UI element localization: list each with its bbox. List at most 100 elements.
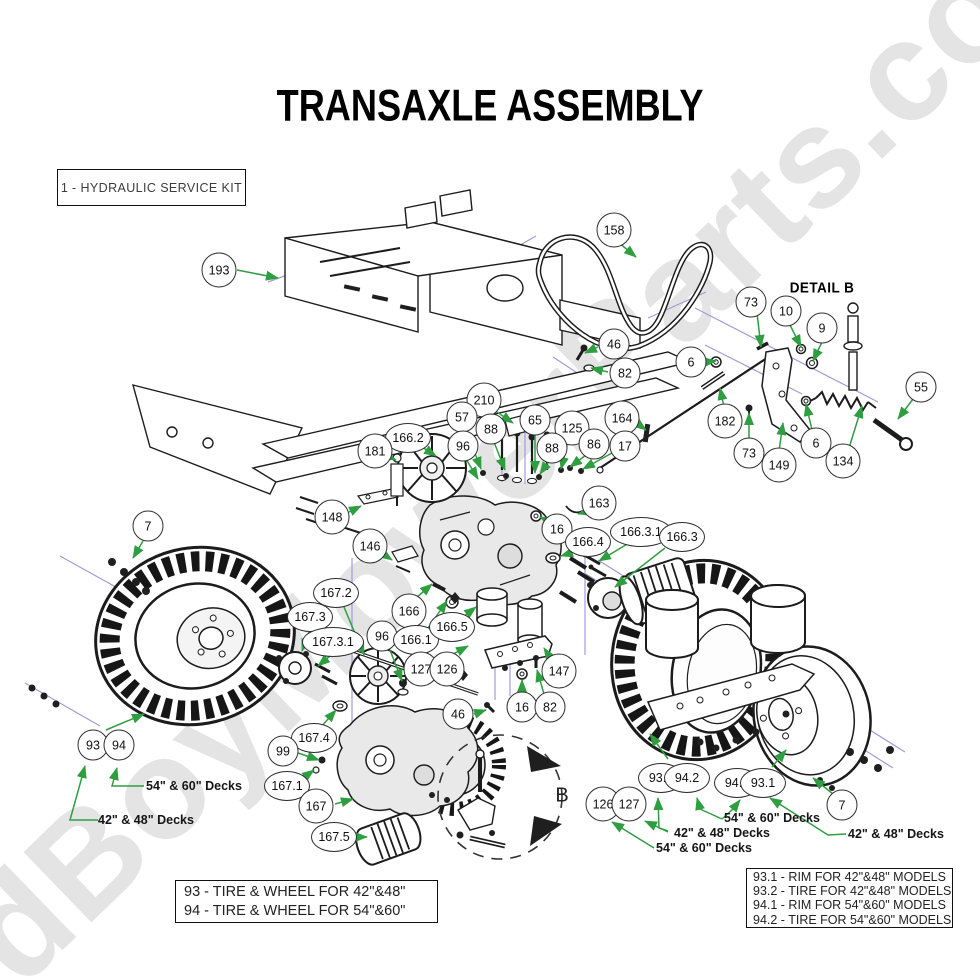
callout-46: 46 (442, 698, 474, 730)
hydraulic-service-kit-box: 1 - HYDRAULIC SERVICE KIT (57, 169, 246, 206)
callout-167: 167 (298, 788, 334, 824)
leader-arrow (236, 269, 279, 281)
callout-94.2: 94.2 (664, 763, 710, 793)
callout-166.5: 166.5 (429, 612, 475, 642)
leader-arrow (776, 422, 787, 452)
callout-193: 193 (201, 252, 237, 288)
leader-arrow (465, 458, 479, 480)
callout-73: 73 (735, 286, 767, 318)
callout-166: 166 (391, 593, 427, 629)
hydro-filters (618, 557, 806, 659)
leader-arrow (317, 654, 331, 667)
callout-94: 94 (103, 729, 135, 761)
callout-82: 82 (609, 357, 641, 389)
right-hub (558, 556, 629, 619)
callout-17: 17 (609, 430, 641, 462)
leader-arrow (653, 797, 669, 832)
callout-10: 10 (770, 295, 802, 327)
leader-arrow (132, 540, 144, 559)
leader-arrow (848, 405, 864, 449)
page-title: TRANSAXLE ASSEMBLY (276, 81, 704, 131)
callout-127: 127 (611, 786, 647, 822)
deck-size-label: 54" & 60" Decks (724, 811, 820, 825)
callout-147: 147 (541, 653, 577, 689)
left-hub (276, 651, 338, 686)
callout-82: 82 (534, 691, 566, 723)
callout-158: 158 (596, 212, 632, 248)
callout-182: 182 (707, 403, 743, 439)
leader-arrow (598, 542, 630, 562)
leader-arrow (539, 460, 551, 475)
tire-wheel-legend: 93 - TIRE & WHEEL FOR 42"&48" 94 - TIRE &… (175, 880, 438, 923)
leader-arrow (389, 649, 403, 682)
callout-88: 88 (536, 432, 568, 464)
deck-size-label: 54" & 60" Decks (656, 841, 752, 855)
leader-arrow (812, 777, 834, 795)
callout-93.1: 93.1 (740, 768, 786, 798)
deck-size-label: 42" & 48" Decks (674, 826, 770, 840)
callout-6: 6 (800, 427, 832, 459)
callout-166.4: 166.4 (565, 527, 611, 557)
leader-arrow (771, 749, 787, 768)
callout-166.3: 166.3 (659, 522, 705, 552)
callout-93: 93 (77, 729, 109, 761)
fasteners-left (28, 453, 419, 708)
leader-arrow (897, 398, 914, 420)
callout-16: 16 (506, 691, 538, 723)
legend-line: 93.2 - TIRE FOR 42"&48" MODELS (753, 884, 952, 899)
leader-arrow (590, 365, 609, 376)
drive-belt (535, 234, 714, 352)
legend-line: 94.2 - TIRE FOR 54"&60" MODELS (753, 912, 952, 927)
detail-b-label: DETAIL B (789, 279, 855, 297)
callout-134: 134 (825, 443, 861, 479)
leader-arrow (569, 454, 587, 468)
callout-146: 146 (352, 528, 388, 564)
leader-arrow (348, 505, 362, 516)
callout-99: 99 (267, 735, 299, 767)
legend-line: 93 - TIRE & WHEEL FOR 42"&48" (184, 884, 406, 900)
callout-6: 6 (675, 346, 707, 378)
leader-arrow (721, 799, 741, 820)
detail-circle-letter: B (555, 784, 569, 807)
legend-line: 94 - TIRE & WHEEL FOR 54"&60" (184, 903, 406, 919)
callout-149: 149 (761, 447, 797, 483)
callout-9: 9 (806, 312, 838, 344)
leader-arrow (69, 765, 98, 821)
callout-86: 86 (578, 428, 610, 460)
callout-73: 73 (733, 437, 765, 469)
detail-arrow-bottom (530, 816, 562, 846)
mounting-brackets (483, 635, 816, 752)
deck-size-label: 54" & 60" Decks (146, 779, 242, 793)
callout-7: 7 (132, 510, 164, 542)
leader-arrow (769, 797, 847, 836)
callout-65: 65 (519, 404, 551, 436)
legend-line: 93.1 - RIM FOR 42"&48" MODELS (753, 870, 946, 884)
detail-circle-b (429, 734, 563, 860)
callout-46: 46 (598, 328, 630, 360)
leader-arrow (649, 733, 669, 760)
callout-167.3.1: 167.3.1 (302, 627, 364, 657)
leader-arrow (493, 409, 514, 424)
detail-arrow-top (527, 746, 561, 772)
callout-96: 96 (447, 430, 479, 462)
callout-148: 148 (314, 499, 350, 535)
leader-arrow (703, 357, 717, 368)
leader-arrow (105, 713, 145, 731)
leader-arrow (493, 441, 506, 471)
callout-181: 181 (357, 433, 393, 469)
callout-163: 163 (581, 485, 617, 521)
callout-126: 126 (429, 651, 465, 687)
leader-arrow (695, 797, 723, 820)
legend-line: 94.1 - RIM FOR 54"&60" MODELS (753, 898, 946, 913)
leader-arrow (812, 341, 823, 362)
deck-size-label: 42" & 48" Decks (98, 813, 194, 827)
leader-arrow (535, 669, 546, 695)
leader-arrow (584, 343, 599, 354)
leader-arrow (297, 751, 320, 761)
leader-arrow (611, 821, 655, 849)
leader-arrow (789, 324, 802, 348)
leader-arrow (803, 403, 814, 431)
